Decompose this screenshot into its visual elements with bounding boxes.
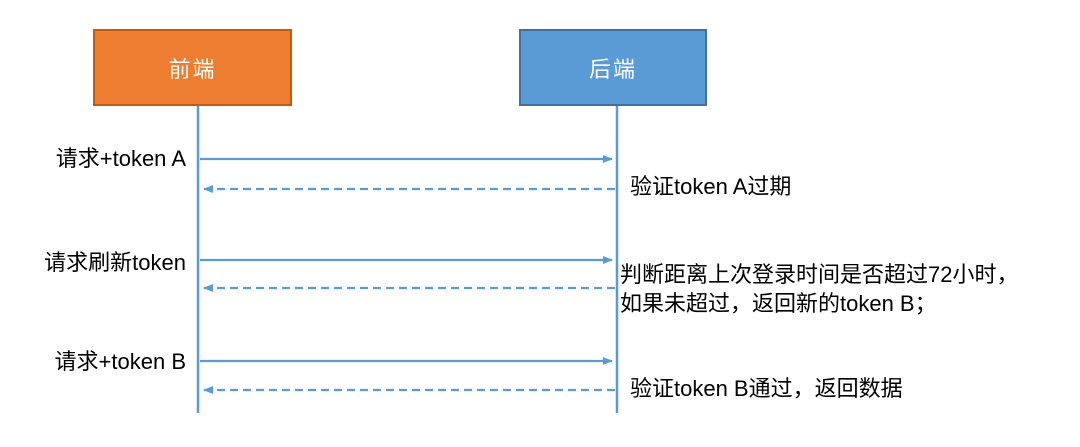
request-label-1: 请求+token A: [55, 146, 186, 171]
actor-backend-box: 后端: [519, 29, 707, 106]
actor-frontend-label: 前端: [168, 56, 217, 82]
response-label-3: 验证token B通过，返回数据: [630, 376, 903, 401]
response-label-2: 判断距离上次登录时间是否超过72小时， 如果未超过，返回新的token B；: [620, 262, 1019, 316]
request-label-3: 请求+token B: [54, 349, 186, 374]
response-label-1: 验证token A过期: [630, 174, 792, 199]
actor-backend-label: 后端: [588, 56, 637, 82]
actor-frontend-box: 前端: [93, 29, 292, 106]
request-label-2: 请求刷新token: [44, 250, 186, 275]
